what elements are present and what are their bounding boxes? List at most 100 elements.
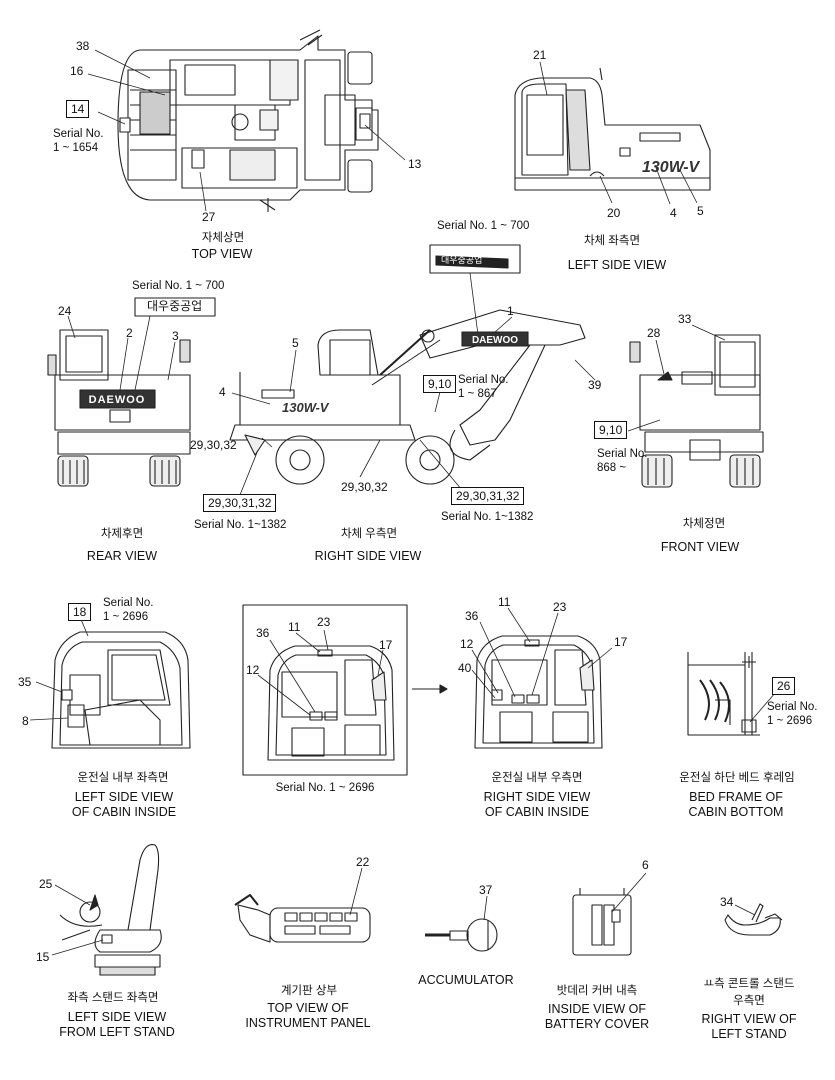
rear-view-title: REAR VIEW [86, 549, 158, 563]
front-view-serial-label: Serial No. [597, 448, 648, 460]
cabin-right-early-drawing [242, 604, 408, 776]
instrument-panel-leaders [349, 867, 363, 916]
callout-29-30-32-a: 29,30,32 [190, 438, 237, 452]
front-view-drawing [629, 334, 764, 488]
callout-23-b: 23 [553, 600, 567, 614]
boxed-callout-14: 14 [66, 100, 90, 118]
boxed-callout-26: 26 [772, 677, 796, 695]
right-side-serial-b: Serial No. 1~1382 [194, 519, 287, 531]
svg-text:DAEWOO: DAEWOO [89, 394, 146, 406]
cabin-right-drawing [474, 635, 603, 749]
cabin-left-title-ko: 운전실 내부 좌측면 [77, 772, 169, 784]
callout-23-a: 23 [317, 615, 331, 629]
top-view-leaders [87, 49, 406, 212]
instrument-panel-title-ko: 계기판 상부 [280, 985, 338, 997]
left-side-view-drawing: 130W-V [514, 67, 711, 191]
seat-title-line2: FROM LEFT STAND [59, 1025, 175, 1039]
left-side-view-title-ko: 차체 좌측면 [583, 235, 641, 247]
callout-28: 28 [647, 326, 661, 340]
callout-15: 15 [36, 950, 50, 964]
callout-24: 24 [58, 304, 72, 318]
callout-34: 34 [720, 895, 734, 909]
bed-frame-serial-range: 1 ~ 2696 [767, 715, 813, 727]
callout-38: 38 [76, 39, 90, 53]
right-side-serial-a-range: 1 ~ 867 [458, 388, 497, 400]
svg-text:130W-V: 130W-V [642, 159, 701, 176]
callout-36-a: 36 [256, 626, 270, 640]
instrument-panel-drawing [234, 894, 371, 943]
bed-frame-drawing [687, 652, 760, 736]
instrument-panel-title-line1: TOP VIEW OF [267, 1001, 349, 1015]
seat-title-line1: LEFT SIDE VIEW [67, 1010, 167, 1024]
callout-40: 40 [458, 661, 472, 675]
callout-5-left: 5 [697, 204, 704, 218]
front-view-leaders [627, 324, 726, 432]
top-view-title-ko: 자체상면 [201, 232, 245, 244]
rear-view-drawing: DAEWOO [47, 297, 216, 487]
callout-12-a: 12 [246, 663, 260, 677]
callout-33: 33 [678, 312, 692, 326]
accumulator-drawing [425, 918, 498, 952]
rear-view-leaders [67, 315, 176, 391]
cabin-right-title-ko: 운전실 내부 우측면 [491, 772, 583, 784]
front-view-title: FRONT VIEW [660, 540, 740, 554]
left-side-view-title: LEFT SIDE VIEW [567, 258, 667, 272]
callout-20: 20 [607, 206, 621, 220]
rear-view-serial: Serial No. 1 ~ 700 [132, 280, 225, 292]
left-stand-leaders [734, 904, 756, 916]
seat-leaders [51, 884, 104, 956]
callout-22: 22 [356, 855, 370, 869]
cabin-left-serial-range: 1 ~ 2696 [103, 611, 149, 623]
callout-16: 16 [70, 64, 84, 78]
callout-11-a: 11 [288, 620, 301, 634]
svg-text:DAEWOO: DAEWOO [472, 335, 518, 346]
callout-3: 3 [172, 329, 179, 343]
callout-17-b: 17 [614, 635, 628, 649]
front-view-title-ko: 차체정면 [682, 518, 726, 530]
callout-6: 6 [642, 858, 649, 872]
bed-frame-title-line1: BED FRAME OF [689, 790, 783, 804]
callout-27: 27 [202, 210, 216, 224]
boxed-callout-18: 18 [68, 603, 92, 621]
right-side-view-drawing: DAEWOO 130W-V [229, 309, 586, 485]
callout-4-left: 4 [670, 206, 677, 220]
callout-25: 25 [39, 877, 53, 891]
top-view-drawing [117, 29, 379, 212]
cabin-left-title-line1: LEFT SIDE VIEW [74, 790, 174, 804]
callout-12-b: 12 [460, 637, 474, 651]
callout-2: 2 [126, 326, 133, 340]
callout-36-b: 36 [465, 609, 479, 623]
battery-cover-leaders [611, 872, 647, 913]
callout-13: 13 [408, 157, 422, 171]
cabin-right-early-leaders [257, 629, 384, 716]
callout-17-a: 17 [379, 638, 393, 652]
left-side-view-leaders [539, 61, 698, 205]
battery-cover-title-line2: BATTERY COVER [544, 1017, 650, 1031]
bed-frame-serial-label: Serial No. [767, 701, 818, 713]
right-side-view-title: RIGHT SIDE VIEW [314, 549, 422, 563]
callout-5-right: 5 [292, 336, 299, 350]
instrument-panel-title-line2: INSTRUMENT PANEL [245, 1016, 371, 1030]
callout-11-b: 11 [498, 595, 511, 609]
rear-view-title-ko: 차제후면 [100, 528, 144, 540]
accumulator-title: ACCUMULATOR [418, 973, 514, 987]
left-stand-drawing [724, 903, 783, 936]
cabin-right-leaders [471, 607, 613, 699]
top-view-serial-range: 1 ~ 1654 [53, 142, 99, 154]
rear-view-decal-text: 대우중공업 [147, 299, 203, 313]
front-view-serial-range: 868 ~ [597, 462, 627, 474]
left-stand-title-line2: LEFT STAND [711, 1027, 787, 1041]
boxed-callout-29-30-31-32-b: 29,30,31,32 [451, 487, 525, 505]
right-side-serial-c: Serial No. 1~1382 [441, 511, 534, 523]
seat-title-ko: 좌측 스탠드 좌측면 [67, 992, 159, 1004]
seat-drawing [59, 844, 162, 976]
bed-frame-leaders [749, 691, 777, 723]
cabin-right-title-line2: OF CABIN INSIDE [484, 805, 590, 819]
cabin-left-drawing [51, 631, 191, 749]
callout-29-30-32-b: 29,30,32 [341, 480, 388, 494]
callout-8: 8 [22, 714, 29, 728]
callout-37: 37 [479, 883, 493, 897]
accumulator-leaders [483, 895, 488, 921]
left-stand-title-ko: ㅛ측 콘트롤 스탠드 [703, 978, 795, 990]
